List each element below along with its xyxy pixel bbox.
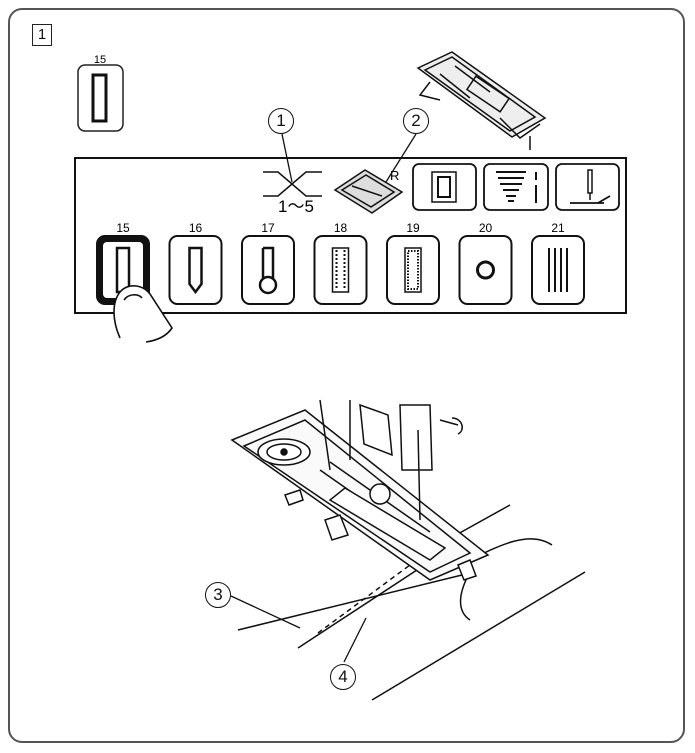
pattern-number: 21 [551,221,565,235]
keyhole-buttonhole-icon [258,246,278,295]
callout-4: 4 [330,664,356,690]
selected-pattern-preview: 15 [77,54,124,132]
darning-icon [548,248,568,292]
preview-number: 15 [94,54,106,66]
function-button-1[interactable] [412,163,477,211]
finger-illustration [113,285,173,343]
buttonhole-foot-illustration [416,51,547,150]
callout-leaders-bottom [230,595,367,663]
callout-2: 2 [403,108,429,134]
pattern-number: 15 [116,221,130,235]
pattern-number: 18 [334,221,348,235]
function-button-2[interactable] [483,163,549,211]
pattern-number: 16 [189,221,203,235]
width-range-label: 1～5 [278,197,314,216]
callout-1: 1 [268,108,294,134]
pattern-button-16[interactable]: 16 [168,221,223,305]
stitch-width-icon [263,171,322,197]
stretch-buttonhole-icon [331,247,350,293]
figure-frame [8,8,685,743]
function-button-3[interactable] [555,163,620,211]
callout-leaders-top [281,133,417,183]
callout-3: 3 [205,582,231,608]
pattern-button-20[interactable]: 20 [458,221,513,305]
buttonhole-foot-on-fabric [230,399,586,701]
pattern-button-21[interactable]: 21 [531,221,585,305]
eyelet-icon [476,260,495,280]
pattern-number: 17 [261,221,275,235]
r-label: R [390,168,399,183]
pattern-number: 20 [479,221,493,235]
satin-buttonhole-icon [404,247,422,293]
pattern-button-19[interactable]: 19 [386,221,440,305]
step-number: 1 [32,24,52,46]
rounded-buttonhole-icon [188,246,203,295]
pattern-button-18[interactable]: 18 [313,221,368,305]
pattern-number: 19 [406,221,420,235]
pattern-button-17[interactable]: 17 [241,221,295,305]
lcd-panel: 1～5 R 15 16 17 18 19 20 21 [74,157,627,314]
foot-b-icon [333,169,404,214]
